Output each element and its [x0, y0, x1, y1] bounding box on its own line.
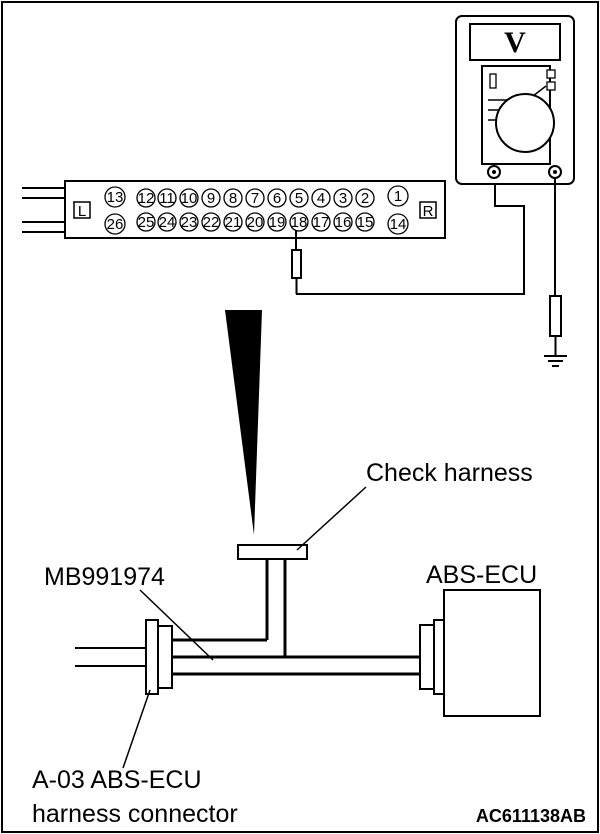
check-harness-plug: [237, 544, 308, 560]
pin-label: 24: [159, 214, 176, 231]
side-marker-right: [419, 201, 437, 219]
pin-label: 20: [247, 214, 264, 231]
rotary-dial-icon: [495, 93, 555, 153]
pointer-wedge: [225, 310, 262, 535]
side-label-right: R: [423, 203, 434, 220]
pin-label: 8: [229, 190, 237, 207]
pin-label: 12: [138, 190, 155, 207]
side-label-left: L: [78, 203, 86, 220]
pin-label: 2: [361, 190, 369, 207]
left-connector: [157, 625, 173, 689]
side-marker-left: [73, 201, 91, 219]
pin-label: 18: [291, 214, 308, 231]
pin-label: 9: [207, 190, 215, 207]
ground-lead: [544, 178, 567, 367]
pin-label: 23: [181, 214, 198, 231]
pin-label: 4: [317, 190, 325, 207]
leader-check-harness: [296, 486, 367, 551]
pin-label: 10: [181, 190, 198, 207]
label-tool: MB991974: [44, 563, 165, 591]
pin-label: 21: [225, 214, 242, 231]
pin-row-top: 13 12 11 10 9 8 7 6 5 4 3 2 1: [104, 185, 409, 208]
check-harness-connector: L R 13 12 11 10 9 8 7 6 5 4 3: [22, 180, 446, 239]
pin-label: 6: [273, 190, 281, 207]
pin-label: 25: [138, 214, 155, 231]
pin-row-bottom: 26 25 24 23 22 21 20 19 18 17 16 15 14: [104, 212, 409, 235]
meter-display: [469, 23, 561, 61]
harness-assembly: [75, 544, 541, 717]
pin-label: 22: [203, 214, 220, 231]
label-check-harness: Check harness: [366, 459, 533, 487]
abs-ecu-box: [443, 589, 541, 717]
leader-connector: [122, 689, 151, 769]
label-connector-line1: A-03 ABS-ECU: [32, 766, 202, 794]
pin-label: 14: [390, 216, 407, 233]
meter-mode-label: V: [504, 26, 526, 59]
leader-tool: [139, 589, 214, 661]
label-ecu: ABS-ECU: [426, 561, 537, 589]
pin-label: 16: [335, 214, 352, 231]
pin-label: 11: [159, 190, 175, 207]
pin-label: 7: [251, 190, 259, 207]
label-connector-line2: harness connector: [32, 800, 238, 828]
pin-label: 15: [357, 214, 374, 231]
figure-code: AC611138AB: [476, 806, 586, 826]
pin-label: 1: [394, 188, 402, 205]
pin-label: 5: [295, 190, 303, 207]
probe-lead: [296, 180, 525, 295]
pin-label: 13: [107, 189, 124, 206]
right-connector: [433, 619, 445, 695]
voltmeter: V: [455, 15, 575, 185]
pin-label: 3: [339, 190, 347, 207]
pin-label: 19: [269, 214, 286, 231]
test-probe-pin: [291, 230, 302, 294]
pin-label: 17: [313, 214, 330, 231]
pin-label: 26: [107, 216, 124, 233]
